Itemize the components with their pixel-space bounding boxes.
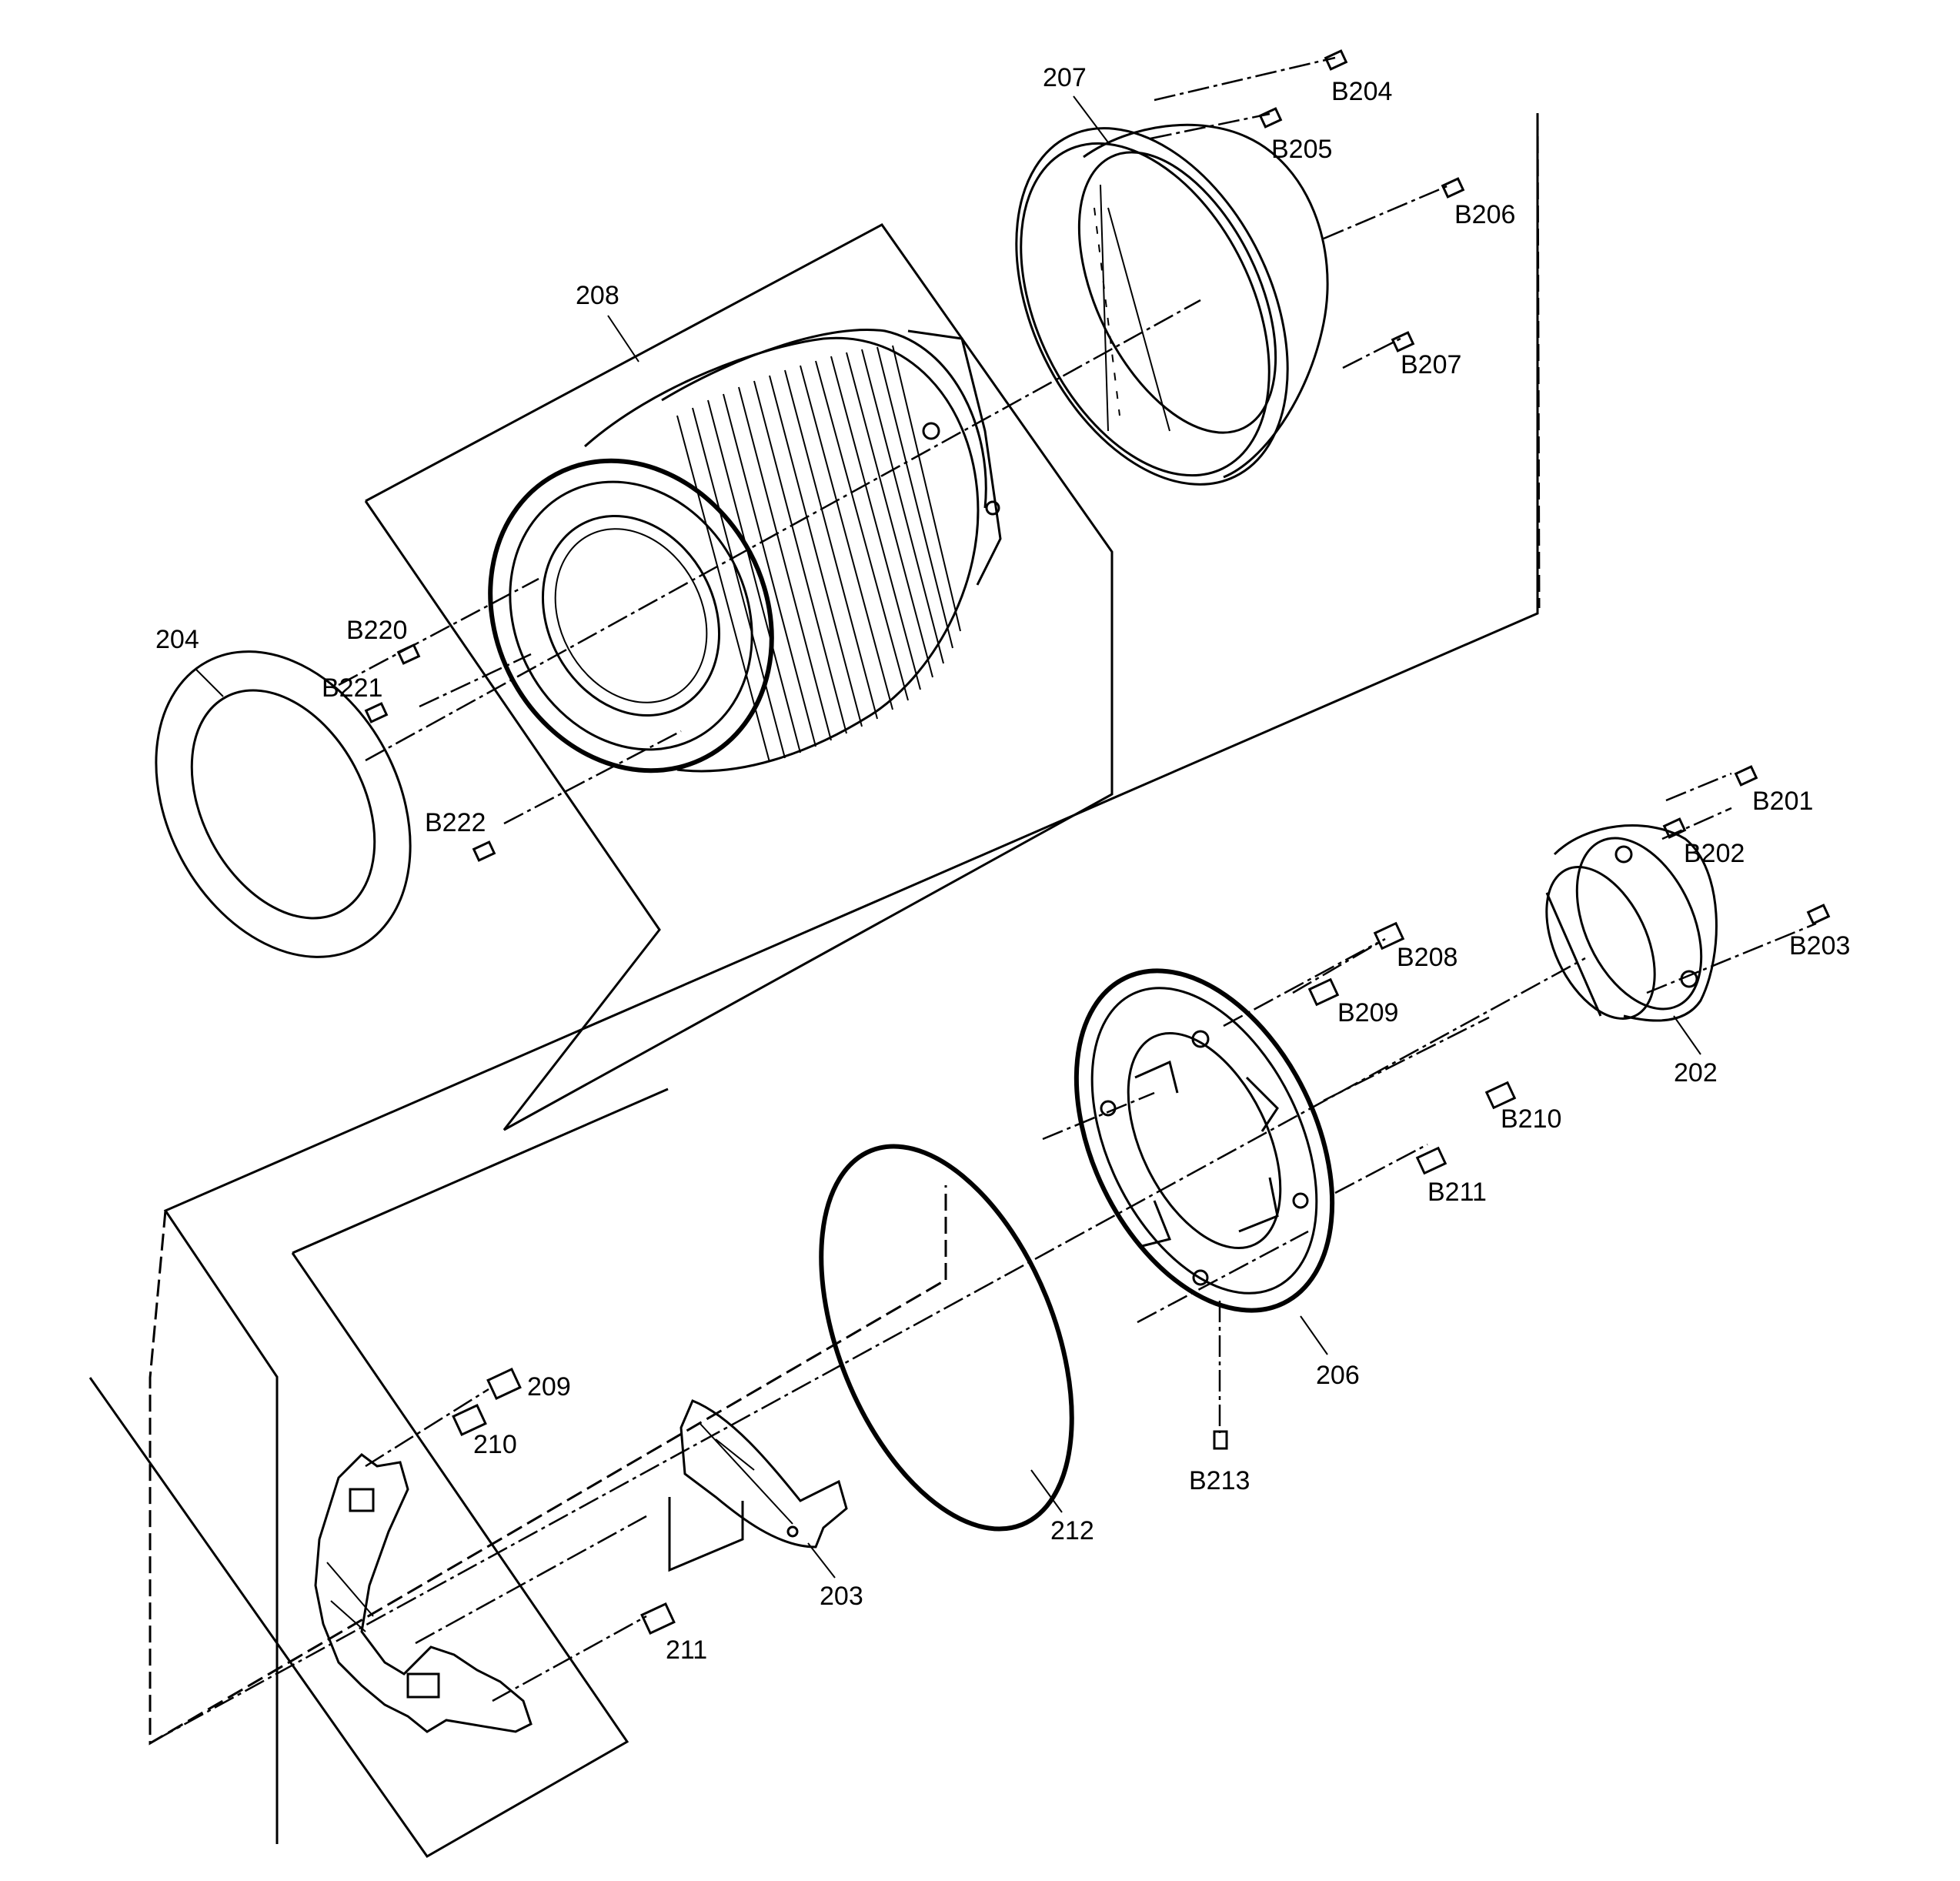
screw-b221 bbox=[364, 702, 389, 723]
screw-b208 bbox=[1373, 921, 1405, 951]
part-202-rear-adapter bbox=[1545, 824, 1718, 1022]
axis-screws-top4 bbox=[1342, 337, 1401, 369]
axis-lower-e bbox=[1292, 937, 1386, 994]
label-210: 210 bbox=[473, 1430, 517, 1459]
label-203: 203 bbox=[820, 1582, 863, 1611]
label-b208: B208 bbox=[1397, 943, 1457, 972]
part-204-thin-ring bbox=[155, 650, 412, 958]
label-b221: B221 bbox=[322, 673, 382, 703]
screw-b202 bbox=[1662, 817, 1687, 839]
leader-lines bbox=[195, 95, 1701, 1579]
label-b222: B222 bbox=[425, 808, 486, 837]
part-203-contact-block bbox=[679, 1399, 848, 1549]
part-208-lens-barrel bbox=[488, 328, 1002, 773]
label-b202: B202 bbox=[1684, 839, 1745, 868]
axis-mount-screws bbox=[1661, 807, 1732, 840]
screw-b210 bbox=[1484, 1081, 1517, 1110]
part-207-front-ring bbox=[1015, 123, 1329, 486]
frame-left-dashed-a bbox=[1536, 112, 1541, 609]
frame-inner-parallelogram bbox=[88, 1088, 669, 1858]
spring-211 bbox=[640, 1602, 676, 1635]
frame-bracket-203 bbox=[668, 1497, 744, 1572]
spring-210 bbox=[452, 1404, 487, 1436]
label-b207: B207 bbox=[1401, 350, 1461, 379]
screw-b222 bbox=[472, 840, 496, 862]
screw-b203 bbox=[1806, 904, 1831, 925]
axis-upper-d bbox=[503, 730, 682, 825]
screws bbox=[364, 49, 1831, 1635]
label-b204: B204 bbox=[1331, 77, 1392, 106]
label-202: 202 bbox=[1674, 1058, 1718, 1088]
label-b206: B206 bbox=[1454, 200, 1515, 229]
screw-b211 bbox=[1415, 1146, 1447, 1175]
axis-screws-top3 bbox=[1323, 183, 1451, 240]
frame-lens-unit bbox=[364, 223, 1114, 1131]
label-b210: B210 bbox=[1501, 1104, 1561, 1134]
spring-209 bbox=[486, 1368, 522, 1400]
screw-b201 bbox=[1734, 765, 1758, 787]
label-b203: B203 bbox=[1789, 931, 1850, 961]
axis-screws-top bbox=[1154, 56, 1336, 102]
label-b220: B220 bbox=[346, 616, 407, 645]
axis-mount-screws2 bbox=[1646, 922, 1817, 994]
axis-lower-b bbox=[1042, 1091, 1155, 1141]
axis-springs bbox=[365, 1388, 489, 1468]
screw-b209 bbox=[1307, 977, 1340, 1007]
axis-mount-screws5 bbox=[1334, 1143, 1428, 1194]
axis-upper-b bbox=[338, 577, 539, 687]
label-b201: B201 bbox=[1752, 787, 1813, 816]
axis-mount-screws4 bbox=[1323, 1016, 1490, 1102]
label-208: 208 bbox=[576, 281, 619, 310]
screw-b204 bbox=[1324, 49, 1348, 71]
axis-lower-c bbox=[1137, 1230, 1309, 1324]
axis-upper bbox=[365, 299, 1201, 762]
axis-mount-screws3 bbox=[1665, 772, 1732, 802]
axis-upper-c bbox=[419, 653, 532, 708]
part-206-mount-ring bbox=[1073, 968, 1335, 1313]
axis-springs2 bbox=[415, 1515, 647, 1645]
label-b209: B209 bbox=[1337, 998, 1398, 1027]
label-207: 207 bbox=[1043, 63, 1087, 92]
screw-b206 bbox=[1441, 177, 1465, 199]
label-209: 209 bbox=[527, 1372, 571, 1402]
frame-dashed-outer bbox=[149, 1185, 947, 1746]
label-204: 204 bbox=[155, 625, 199, 654]
label-b213: B213 bbox=[1189, 1466, 1250, 1495]
label-212: 212 bbox=[1050, 1516, 1094, 1545]
screw-b205 bbox=[1258, 107, 1283, 129]
axis-spring211 bbox=[492, 1615, 647, 1702]
screw-b213 bbox=[1213, 1430, 1228, 1450]
label-206: 206 bbox=[1316, 1361, 1360, 1390]
label-b211: B211 bbox=[1427, 1178, 1487, 1207]
part-212-o-ring bbox=[819, 1144, 1074, 1532]
part-flex-plate bbox=[314, 1453, 533, 1733]
screw-b207 bbox=[1391, 331, 1415, 352]
label-211: 211 bbox=[666, 1635, 707, 1665]
axis-lower bbox=[153, 957, 1586, 1742]
label-b205: B205 bbox=[1271, 135, 1332, 164]
screw-b220 bbox=[396, 643, 421, 665]
